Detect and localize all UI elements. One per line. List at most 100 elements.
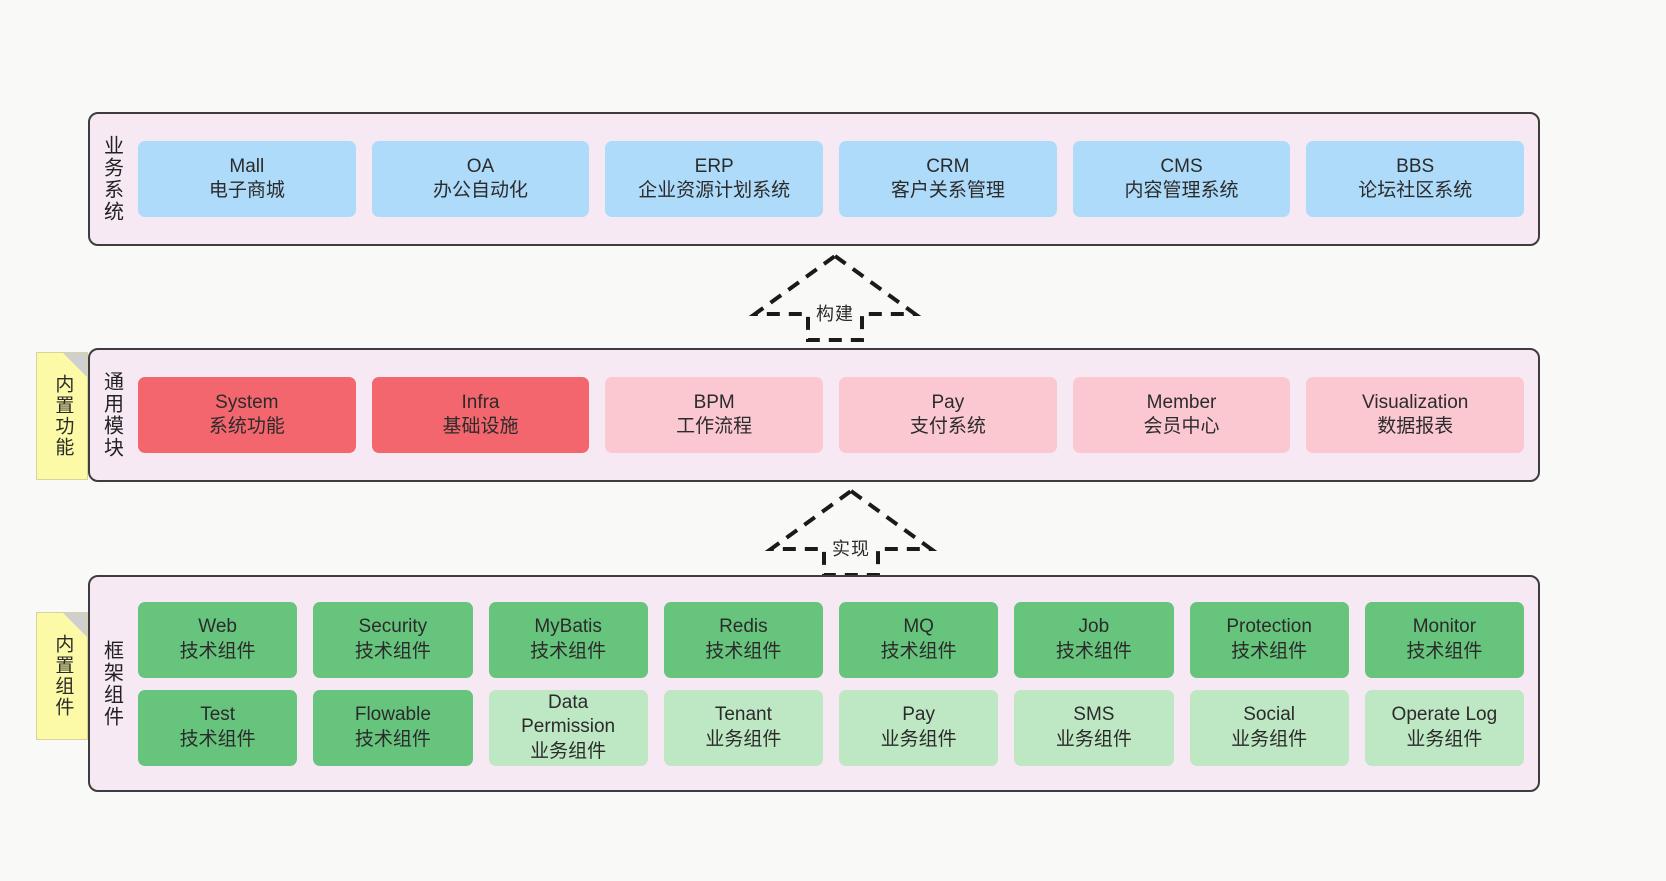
component-card-mybatis[interactable]: MyBatis 技术组件 [488,601,648,678]
component-card-mq[interactable]: MQ 技术组件 [839,601,999,678]
component-card-web[interactable]: Web 技术组件 [138,601,298,678]
module-name: ERP [694,155,734,177]
sticky-note-builtin-components: 内置组件 [36,612,88,740]
sticky-note-builtin-functions: 内置功能 [36,352,88,480]
component-kind: 业务组件 [1055,728,1132,750]
layer-title-common: 通用模块 [100,371,123,459]
module-desc: 企业资源计划系统 [638,180,791,201]
component-name: Data Permission [521,692,616,738]
component-name: Operate Log [1391,704,1498,726]
module-desc: 数据报表 [1377,416,1454,437]
component-name: Web [198,616,237,638]
module-name: Visualization [1362,391,1469,413]
component-kind: 技术组件 [1055,640,1132,662]
module-desc: 电子商城 [208,180,285,201]
component-name: Job [1078,616,1110,638]
module-card-pay[interactable]: Pay 支付系统 [839,377,1057,453]
layer-business-system: 业务系统 Mall 电子商城 OA 办公自动化 ERP 企业资源计划系统 CRM… [88,112,1540,246]
component-card-security[interactable]: Security 技术组件 [313,601,473,678]
module-card-crm[interactable]: CRM 客户关系管理 [839,141,1057,217]
module-card-infra[interactable]: Infra 基础设施 [371,377,590,453]
component-name: MyBatis [534,616,602,638]
layer-row: Test 技术组件 Flowable 技术组件 Data Permission … [138,689,1524,766]
module-desc: 会员中心 [1143,416,1220,437]
layer-title-framework: 框架组件 [100,639,123,728]
module-card-system[interactable]: System 系统功能 [138,377,356,453]
module-card-cms[interactable]: CMS 内容管理系统 [1072,141,1291,217]
connector-label-implement: 实现 [832,539,870,559]
component-kind: 业务组件 [705,728,782,750]
module-desc: 论坛社区系统 [1358,180,1473,201]
module-card-mall[interactable]: Mall 电子商城 [138,141,356,217]
module-name: CRM [926,155,970,177]
layer-row: Web 技术组件 Security 技术组件 MyBatis 技术组件 Redi… [138,601,1524,678]
module-desc: 办公自动化 [433,180,529,201]
module-card-oa[interactable]: OA 办公自动化 [371,141,590,217]
component-kind: 技术组件 [179,640,256,662]
component-name: Redis [719,616,768,638]
component-kind: 业务组件 [1231,728,1308,750]
module-name: Infra [461,391,500,413]
component-kind: 业务组件 [880,728,957,750]
component-card-tenant[interactable]: Tenant 业务组件 [663,689,823,766]
component-card-data-permission[interactable]: Data Permission 业务组件 [488,689,648,766]
component-name: Monitor [1412,616,1477,638]
component-name: Tenant [714,704,772,726]
component-kind: 技术组件 [1231,640,1308,662]
module-name: CMS [1160,155,1203,177]
layer-body-framework: Web 技术组件 Security 技术组件 MyBatis 技术组件 Redi… [132,577,1538,790]
component-name: Pay [902,704,935,726]
component-card-monitor[interactable]: Monitor 技术组件 [1364,601,1524,678]
component-name: Protection [1226,616,1312,638]
component-name: Flowable [354,704,431,726]
component-card-protection[interactable]: Protection 技术组件 [1189,601,1349,678]
component-name: Test [200,704,236,726]
component-card-pay[interactable]: Pay 业务组件 [839,689,999,766]
module-card-erp[interactable]: ERP 企业资源计划系统 [605,141,824,217]
layer-body-business: Mall 电子商城 OA 办公自动化 ERP 企业资源计划系统 CRM 客户关系… [132,114,1538,244]
component-card-job[interactable]: Job 技术组件 [1014,601,1174,678]
layer-row: Mall 电子商城 OA 办公自动化 ERP 企业资源计划系统 CRM 客户关系… [138,141,1525,217]
component-kind: 业务组件 [1406,728,1483,750]
component-name: MQ [903,616,934,638]
module-name: Member [1146,391,1217,413]
component-kind: 技术组件 [1406,640,1483,662]
component-kind: 技术组件 [880,640,957,662]
module-desc: 内容管理系统 [1124,180,1239,201]
generalization-arrow-icon [748,253,922,342]
module-name: BPM [693,391,735,413]
layer-framework-component: 框架组件 Web 技术组件 Security 技术组件 MyBatis 技术组件… [88,575,1540,792]
connector-build-arrow: 构建 [748,252,922,344]
component-card-sms[interactable]: SMS 业务组件 [1014,689,1174,766]
component-kind: 技术组件 [530,640,607,662]
component-card-social[interactable]: Social 业务组件 [1189,689,1349,766]
layer-row: System 系统功能 Infra 基础设施 BPM 工作流程 Pay 支付系统… [138,377,1525,453]
module-name: Mall [229,155,265,177]
component-name: Security [358,616,428,638]
module-desc: 支付系统 [909,416,986,437]
module-card-bbs[interactable]: BBS 论坛社区系统 [1306,141,1525,217]
component-kind: 技术组件 [354,728,431,750]
layer-common-module: 通用模块 System 系统功能 Infra 基础设施 BPM 工作流程 Pay… [88,348,1540,482]
generalization-arrow-icon [764,488,938,577]
component-name: SMS [1073,704,1115,726]
module-name: Pay [931,391,965,413]
connector-implement-arrow: 实现 [764,487,938,579]
module-card-bpm[interactable]: BPM 工作流程 [605,377,824,453]
module-card-visualization[interactable]: Visualization 数据报表 [1306,377,1525,453]
module-desc: 系统功能 [208,416,285,437]
component-card-operate-log[interactable]: Operate Log 业务组件 [1364,689,1524,766]
layer-body-common: System 系统功能 Infra 基础设施 BPM 工作流程 Pay 支付系统… [132,350,1538,480]
layer-title-business: 业务系统 [100,135,123,223]
component-kind: 业务组件 [530,740,607,762]
component-card-redis[interactable]: Redis 技术组件 [663,601,823,678]
module-card-member[interactable]: Member 会员中心 [1072,377,1291,453]
component-kind: 技术组件 [179,728,256,750]
component-kind: 技术组件 [354,640,431,662]
component-card-flowable[interactable]: Flowable 技术组件 [313,689,473,766]
component-name: Social [1243,704,1295,726]
module-name: System [215,391,279,413]
module-desc: 基础设施 [442,416,519,437]
component-card-test[interactable]: Test 技术组件 [138,689,298,766]
module-desc: 工作流程 [676,416,753,437]
